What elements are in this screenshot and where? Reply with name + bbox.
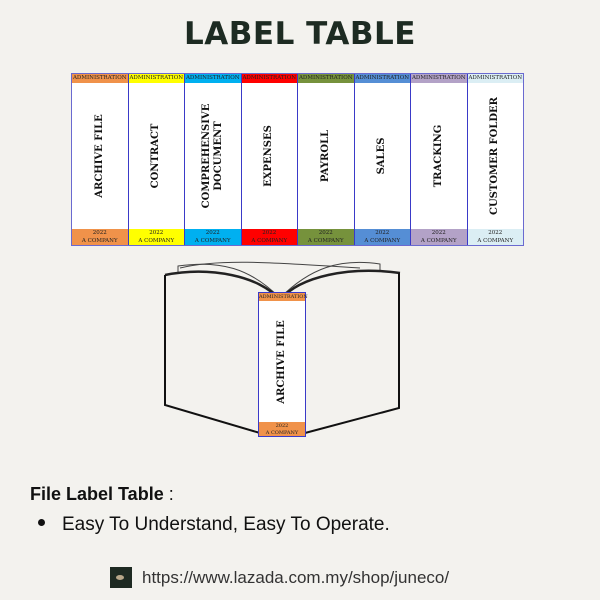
label-header: ADMINISTRATION bbox=[354, 74, 410, 83]
label-column: ADMINISTRATION ARCHIVE FILE 2022 A COMPA… bbox=[72, 74, 129, 245]
label-year: 2022 bbox=[488, 230, 503, 236]
label-header: ADMINISTRATION bbox=[298, 74, 354, 83]
label-year: 2022 bbox=[318, 230, 333, 236]
label-company: A COMPANY bbox=[138, 237, 175, 244]
label-year: 2022 bbox=[149, 230, 164, 236]
book-spine-label: ADMINISTRATION ARCHIVE FILE 2022 A COMPA… bbox=[258, 292, 308, 437]
label-company: A COMPANY bbox=[307, 237, 344, 244]
label-company: A COMPANY bbox=[194, 237, 231, 244]
label-column: ADMINISTRATION PAYROLL 2022 A COMPANY bbox=[298, 74, 355, 245]
label-footer: 2022 A COMPANY bbox=[467, 229, 523, 245]
label-year: 2022 bbox=[92, 230, 107, 236]
label-footer: 2022 A COMPANY bbox=[241, 229, 297, 245]
label-company: A COMPANY bbox=[420, 237, 457, 244]
label-column: ADMINISTRATION TRACKING 2022 A COMPANY bbox=[411, 74, 468, 245]
label-header: ADMINISTRATION bbox=[241, 74, 297, 83]
label-header: ADMINISTRATION bbox=[72, 74, 128, 83]
label-title: TRACKING bbox=[432, 124, 444, 188]
label-title: PAYROLL bbox=[319, 129, 331, 183]
label-title: EXPENSES bbox=[263, 125, 275, 187]
page-title: LABEL TABLE bbox=[184, 16, 416, 52]
label-header: ADMINISTRATION bbox=[411, 74, 467, 83]
label-year: 2022 bbox=[205, 230, 220, 236]
spine-year: 2022 bbox=[275, 423, 289, 429]
label-title: SALES bbox=[376, 137, 388, 175]
label-column: ADMINISTRATION EXPENSES 2022 A COMPANY bbox=[241, 74, 298, 245]
label-year: 2022 bbox=[262, 230, 277, 236]
label-table: ADMINISTRATION ARCHIVE FILE 2022 A COMPA… bbox=[71, 73, 524, 246]
label-column: ADMINISTRATION CUSTOMER FOLDER 2022 A CO… bbox=[467, 74, 523, 245]
spine-header: ADMINISTRATION bbox=[259, 293, 308, 301]
label-year: 2022 bbox=[375, 230, 390, 236]
subtitle-bold: File Label Table bbox=[30, 484, 164, 504]
label-footer: 2022 A COMPANY bbox=[185, 229, 241, 245]
spine-title: ARCHIVE FILE bbox=[276, 319, 287, 404]
bullet-item: Easy To Understand, Easy To Operate. bbox=[38, 514, 390, 536]
label-column: ADMINISTRATION SALES 2022 A COMPANY bbox=[354, 74, 411, 245]
label-year: 2022 bbox=[431, 230, 446, 236]
subtitle: File Label Table : bbox=[30, 484, 174, 505]
label-column: ADMINISTRATION CONTRACT 2022 A COMPANY bbox=[128, 74, 185, 245]
spine-company: A COMPANY bbox=[265, 429, 299, 436]
label-footer: 2022 A COMPANY bbox=[411, 229, 467, 245]
label-header: ADMINISTRATION bbox=[185, 74, 241, 83]
label-title: CONTRACT bbox=[150, 123, 162, 189]
label-header: ADMINISTRATION bbox=[128, 74, 184, 83]
label-title: ARCHIVE FILE bbox=[93, 114, 105, 198]
shop-link[interactable]: https://www.lazada.com.my/shop/juneco/ bbox=[110, 567, 449, 588]
bullet-text: Easy To Understand, Easy To Operate. bbox=[62, 514, 390, 535]
label-footer: 2022 A COMPANY bbox=[298, 229, 354, 245]
bullet-icon bbox=[38, 519, 45, 527]
label-footer: 2022 A COMPANY bbox=[354, 229, 410, 245]
label-company: A COMPANY bbox=[251, 237, 288, 244]
label-footer: 2022 A COMPANY bbox=[72, 229, 128, 245]
label-company: A COMPANY bbox=[364, 237, 401, 244]
label-header: ADMINISTRATION bbox=[467, 74, 523, 83]
shop-logo-icon bbox=[110, 567, 132, 588]
label-company: A COMPANY bbox=[477, 237, 514, 244]
label-company: A COMPANY bbox=[81, 237, 118, 244]
subtitle-colon: : bbox=[163, 484, 174, 504]
shop-url[interactable]: https://www.lazada.com.my/shop/juneco/ bbox=[142, 567, 450, 587]
spine-footer: 2022 A COMPANY bbox=[259, 422, 305, 436]
label-title: CUSTOMER FOLDER bbox=[489, 97, 501, 215]
label-footer: 2022 A COMPANY bbox=[128, 229, 184, 245]
